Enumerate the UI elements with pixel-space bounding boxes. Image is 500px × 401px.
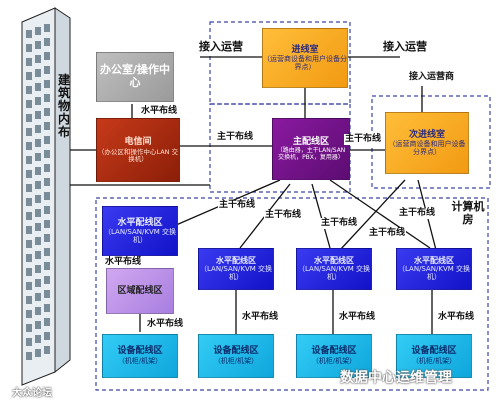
horizontal-distribution-area-3: 水平配线区 （LAN/SAN/KVM 交换机）	[296, 248, 372, 290]
e2-title: 设备配线区	[213, 346, 259, 357]
secondary-title: 次进线室	[408, 129, 445, 140]
backbone-cabling-label-telecom: 主干布线	[216, 132, 255, 143]
access-carrier-label-secondary: 接入运营商	[408, 72, 456, 83]
telecom-subtitle: （办公区和操作中心LAN 交换机）	[97, 147, 179, 163]
e1-subtitle: （机柜/机架）	[117, 356, 163, 365]
h1-subtitle: （LAN/SAN/KVM 交换机）	[103, 227, 177, 244]
entrance-area-border	[209, 21, 351, 105]
h4-subtitle: （LAN/SAN/KVM 交换机）	[397, 265, 471, 282]
h4-title: 水平配线区	[414, 256, 454, 266]
secondary-entrance-room-box: 次进线室 （运营商设备和用户设备分界点）	[385, 112, 469, 174]
main-area-border	[209, 103, 351, 193]
backbone-cabling-label-secondary: 主干布线	[344, 134, 383, 145]
horizontal-cabling-label-zone: 水平布线	[104, 257, 143, 268]
h1-title: 水平配线区	[117, 217, 163, 228]
equipment-distribution-area-3: 设备配线区 （机柜/机架）	[296, 334, 372, 378]
backbone-cabling-label-3: 主干布线	[320, 218, 359, 229]
telecom-room-box: 电信间 （办公区和操作中心LAN 交换机）	[96, 118, 180, 182]
equipment-distribution-area-1: 设备配线区 （机柜/机架）	[102, 334, 178, 378]
horizontal-cabling-label-office: 水平布线	[140, 106, 179, 117]
access-carrier-label-left: 接入运营	[198, 40, 244, 53]
horizontal-cabling-label-e4: 水平布线	[437, 312, 476, 323]
h3-subtitle: （LAN/SAN/KVM 交换机）	[297, 265, 371, 282]
horizontal-cabling-label-e2: 水平布线	[241, 312, 280, 323]
access-carrier-label-right: 接入运营	[382, 40, 428, 53]
watermark-left: 大众论坛	[12, 388, 52, 399]
building-label: 建筑物内布	[58, 73, 71, 139]
h2-title: 水平配线区	[216, 256, 256, 266]
zone-title: 区域配线区	[117, 285, 163, 296]
e4-subtitle: （机柜/机架）	[411, 356, 457, 365]
main-subtitle: （路由器，主干LAN/SAN 交换机，PBX，复用器）	[276, 147, 346, 161]
entrance-room-box: 进线室 （运营商设备和用户设备分界点）	[262, 28, 348, 88]
h2-subtitle: （LAN/SAN/KVM 交换机）	[199, 265, 273, 282]
horizontal-cabling-label-e1: 水平布线	[146, 319, 185, 330]
horizontal-distribution-area-2: 水平配线区 （LAN/SAN/KVM 交换机）	[198, 248, 274, 290]
backbone-cabling-label-4: 主干布线	[398, 208, 437, 219]
equipment-distribution-area-2: 设备配线区 （机柜/机架）	[198, 334, 274, 378]
office-title: 办公室/操作中心	[99, 63, 171, 89]
telecom-title: 电信间	[124, 137, 152, 148]
horizontal-distribution-area-1: 水平配线区 （LAN/SAN/KVM 交换机）	[102, 206, 178, 256]
h3-title: 水平配线区	[314, 256, 354, 266]
e3-title: 设备配线区	[311, 346, 357, 357]
zone-distribution-area-box: 区域配线区	[106, 268, 174, 314]
main-distribution-area-box: 主配线区 （路由器，主干LAN/SAN 交换机，PBX，复用器）	[272, 118, 350, 180]
e3-subtitle: （机柜/机架）	[311, 356, 357, 365]
e4-title: 设备配线区	[411, 346, 457, 357]
entrance-title: 进线室	[291, 44, 319, 55]
horizontal-distribution-area-4: 水平配线区 （LAN/SAN/KVM 交换机）	[396, 248, 472, 290]
horizontal-cabling-label-e3: 水平布线	[338, 312, 377, 323]
backbone-cabling-label-2: 主干布线	[264, 210, 303, 221]
computer-room-label: 计算机房	[451, 200, 485, 226]
watermark-right: 数据中心运维管理	[340, 370, 452, 386]
office-operations-center-box: 办公室/操作中心	[96, 52, 174, 102]
backbone-cabling-label-1: 主干布线	[218, 200, 257, 211]
computer-room-border	[95, 197, 489, 391]
backbone-cabling-label-5: 主干布线	[368, 228, 407, 239]
secondary-subtitle: （运营商设备和用户设备分界点）	[388, 139, 466, 156]
entrance-subtitle: （运营商设备和用户设备分界点）	[263, 54, 347, 71]
building-drawing	[21, 7, 71, 386]
main-title: 主配线区	[292, 136, 329, 147]
e1-title: 设备配线区	[117, 346, 163, 357]
equipment-distribution-area-4: 设备配线区 （机柜/机架）	[396, 334, 472, 378]
e2-subtitle: （机柜/机架）	[213, 356, 259, 365]
